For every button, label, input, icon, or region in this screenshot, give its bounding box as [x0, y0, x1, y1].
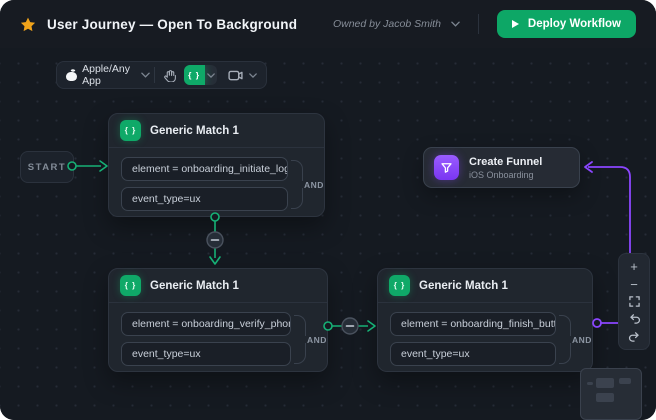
node-header: { } Generic Match 1	[378, 269, 592, 303]
and-operator: AND	[559, 313, 592, 366]
condition-field[interactable]: event_type=ux	[390, 342, 556, 366]
code-braces-icon: { }	[120, 120, 141, 141]
and-operator-label: AND	[304, 179, 324, 190]
code-braces-icon[interactable]: { }	[183, 65, 205, 85]
page-title: User Journey — Open To Background	[47, 16, 298, 32]
apple-icon	[66, 70, 78, 81]
zoom-in-button[interactable]: +	[630, 259, 638, 275]
canvas-toolbar: Apple/Any App { }	[56, 61, 267, 89]
undo-button[interactable]	[625, 311, 643, 326]
and-bracket-bottom	[291, 188, 303, 209]
and-bracket-bottom	[294, 343, 306, 364]
header-divider	[477, 14, 479, 34]
and-operator-label: AND	[572, 334, 592, 345]
owner-label: Owned by Jacob Smith	[332, 18, 441, 30]
canvas-controls-panel: + −	[618, 253, 650, 350]
node-header: { } Generic Match 1	[109, 269, 327, 303]
minimap-node	[596, 393, 614, 402]
code-braces-icon: { }	[389, 275, 410, 296]
and-operator-label: AND	[307, 334, 327, 345]
play-icon	[511, 20, 519, 28]
camera-icon[interactable]	[228, 70, 243, 81]
and-bracket-top	[559, 315, 571, 336]
app-selector-dropdown[interactable]: Apple/Any App	[66, 63, 150, 87]
minimap[interactable]	[580, 368, 642, 420]
create-funnel-node[interactable]: Create Funnel iOS Onboarding	[423, 147, 580, 188]
condition-field[interactable]: element = onboarding_verify_phone	[121, 312, 291, 336]
header-bar: User Journey — Open To Background Owned …	[0, 0, 656, 48]
funnel-icon	[434, 155, 459, 180]
start-node-label: START	[27, 161, 67, 173]
and-operator: AND	[294, 313, 327, 366]
code-tool-chevron-down-icon[interactable]	[205, 72, 217, 78]
start-node[interactable]: START	[20, 151, 74, 183]
app-selector-chevron-down-icon	[141, 72, 150, 78]
condition-field[interactable]: event_type=ux	[121, 342, 291, 366]
node-title: Generic Match 1	[419, 279, 508, 292]
minimap-node	[619, 378, 631, 384]
and-bracket-bottom	[559, 343, 571, 364]
condition-field[interactable]: event_type=ux	[121, 187, 288, 211]
condition-field[interactable]: element = onboarding_finish_button	[390, 312, 556, 336]
camera-tool-chevron-down-icon[interactable]	[249, 72, 257, 78]
funnel-node-title: Create Funnel	[469, 155, 543, 168]
deploy-button-label: Deploy Workflow	[527, 18, 621, 30]
fit-view-button[interactable]	[625, 294, 643, 309]
condition-field[interactable]: element = onboarding_initiate_login	[121, 157, 288, 181]
code-braces-icon: { }	[120, 275, 141, 296]
favorite-star-icon[interactable]	[20, 17, 36, 32]
redo-button[interactable]	[625, 329, 643, 344]
and-operator: AND	[291, 158, 324, 211]
and-bracket-top	[291, 160, 303, 181]
funnel-node-subtitle: iOS Onboarding	[469, 169, 534, 180]
node-title: Generic Match 1	[150, 279, 239, 292]
minimap-node	[587, 382, 593, 385]
code-match-tool[interactable]: { }	[183, 65, 217, 85]
minimap-node	[596, 378, 614, 388]
deploy-workflow-button[interactable]: Deploy Workflow	[496, 10, 636, 38]
toolbar-divider	[153, 67, 155, 83]
generic-match-node-1[interactable]: { } Generic Match 1 element = onboarding…	[108, 113, 325, 217]
generic-match-node-2[interactable]: { } Generic Match 1 element = onboarding…	[108, 268, 328, 372]
and-bracket-top	[294, 315, 306, 336]
generic-match-node-3[interactable]: { } Generic Match 1 element = onboarding…	[377, 268, 593, 372]
zoom-out-button[interactable]: −	[630, 276, 638, 292]
owner-chevron-down-icon[interactable]	[451, 21, 460, 27]
hand-tool-icon[interactable]	[163, 69, 177, 82]
node-header: { } Generic Match 1	[109, 114, 324, 148]
app-selector-label: Apple/Any App	[82, 63, 130, 87]
node-title: Generic Match 1	[150, 124, 239, 137]
